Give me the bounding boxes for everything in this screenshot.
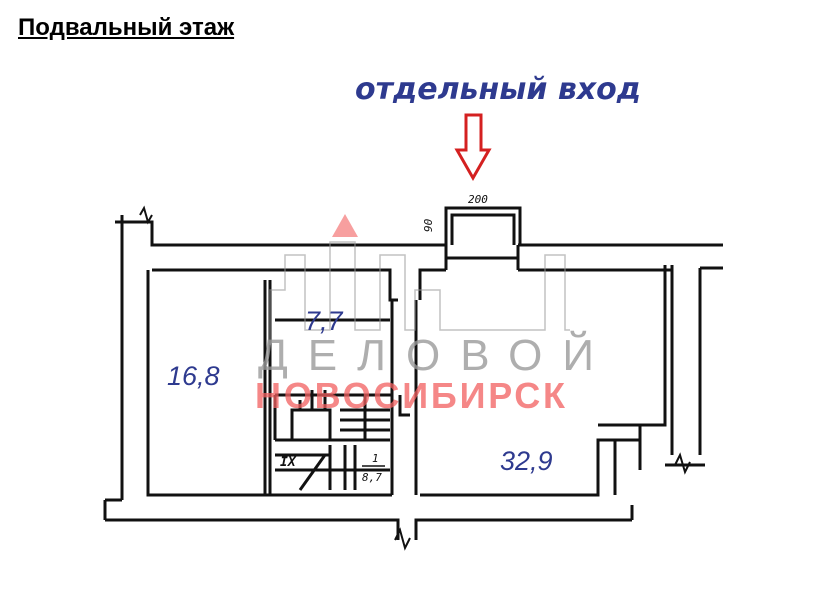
watermark-triangle-icon bbox=[332, 214, 358, 237]
break-marks bbox=[139, 205, 691, 551]
entrance-arrow-icon bbox=[454, 113, 492, 182]
watermark-line1: ДЕЛОВОЙ bbox=[258, 329, 614, 380]
room-area-label: 16,8 bbox=[167, 361, 220, 391]
room-area-label: 7,7 bbox=[305, 306, 344, 336]
room-area-label: 32,9 bbox=[500, 446, 553, 476]
watermark-logo bbox=[269, 214, 570, 345]
page-title: Подвальный этаж bbox=[18, 14, 235, 41]
room-area-small: 8,7 bbox=[362, 471, 382, 484]
dimension-depth: 90 bbox=[422, 218, 435, 232]
watermark-line2: НОВОСИБИРСК bbox=[255, 375, 566, 416]
dimension-width: 200 bbox=[468, 193, 488, 206]
stair-mark: IX bbox=[280, 455, 297, 470]
entrance-label: отдельный вход bbox=[355, 72, 642, 107]
room-number: 1 bbox=[372, 452, 379, 465]
